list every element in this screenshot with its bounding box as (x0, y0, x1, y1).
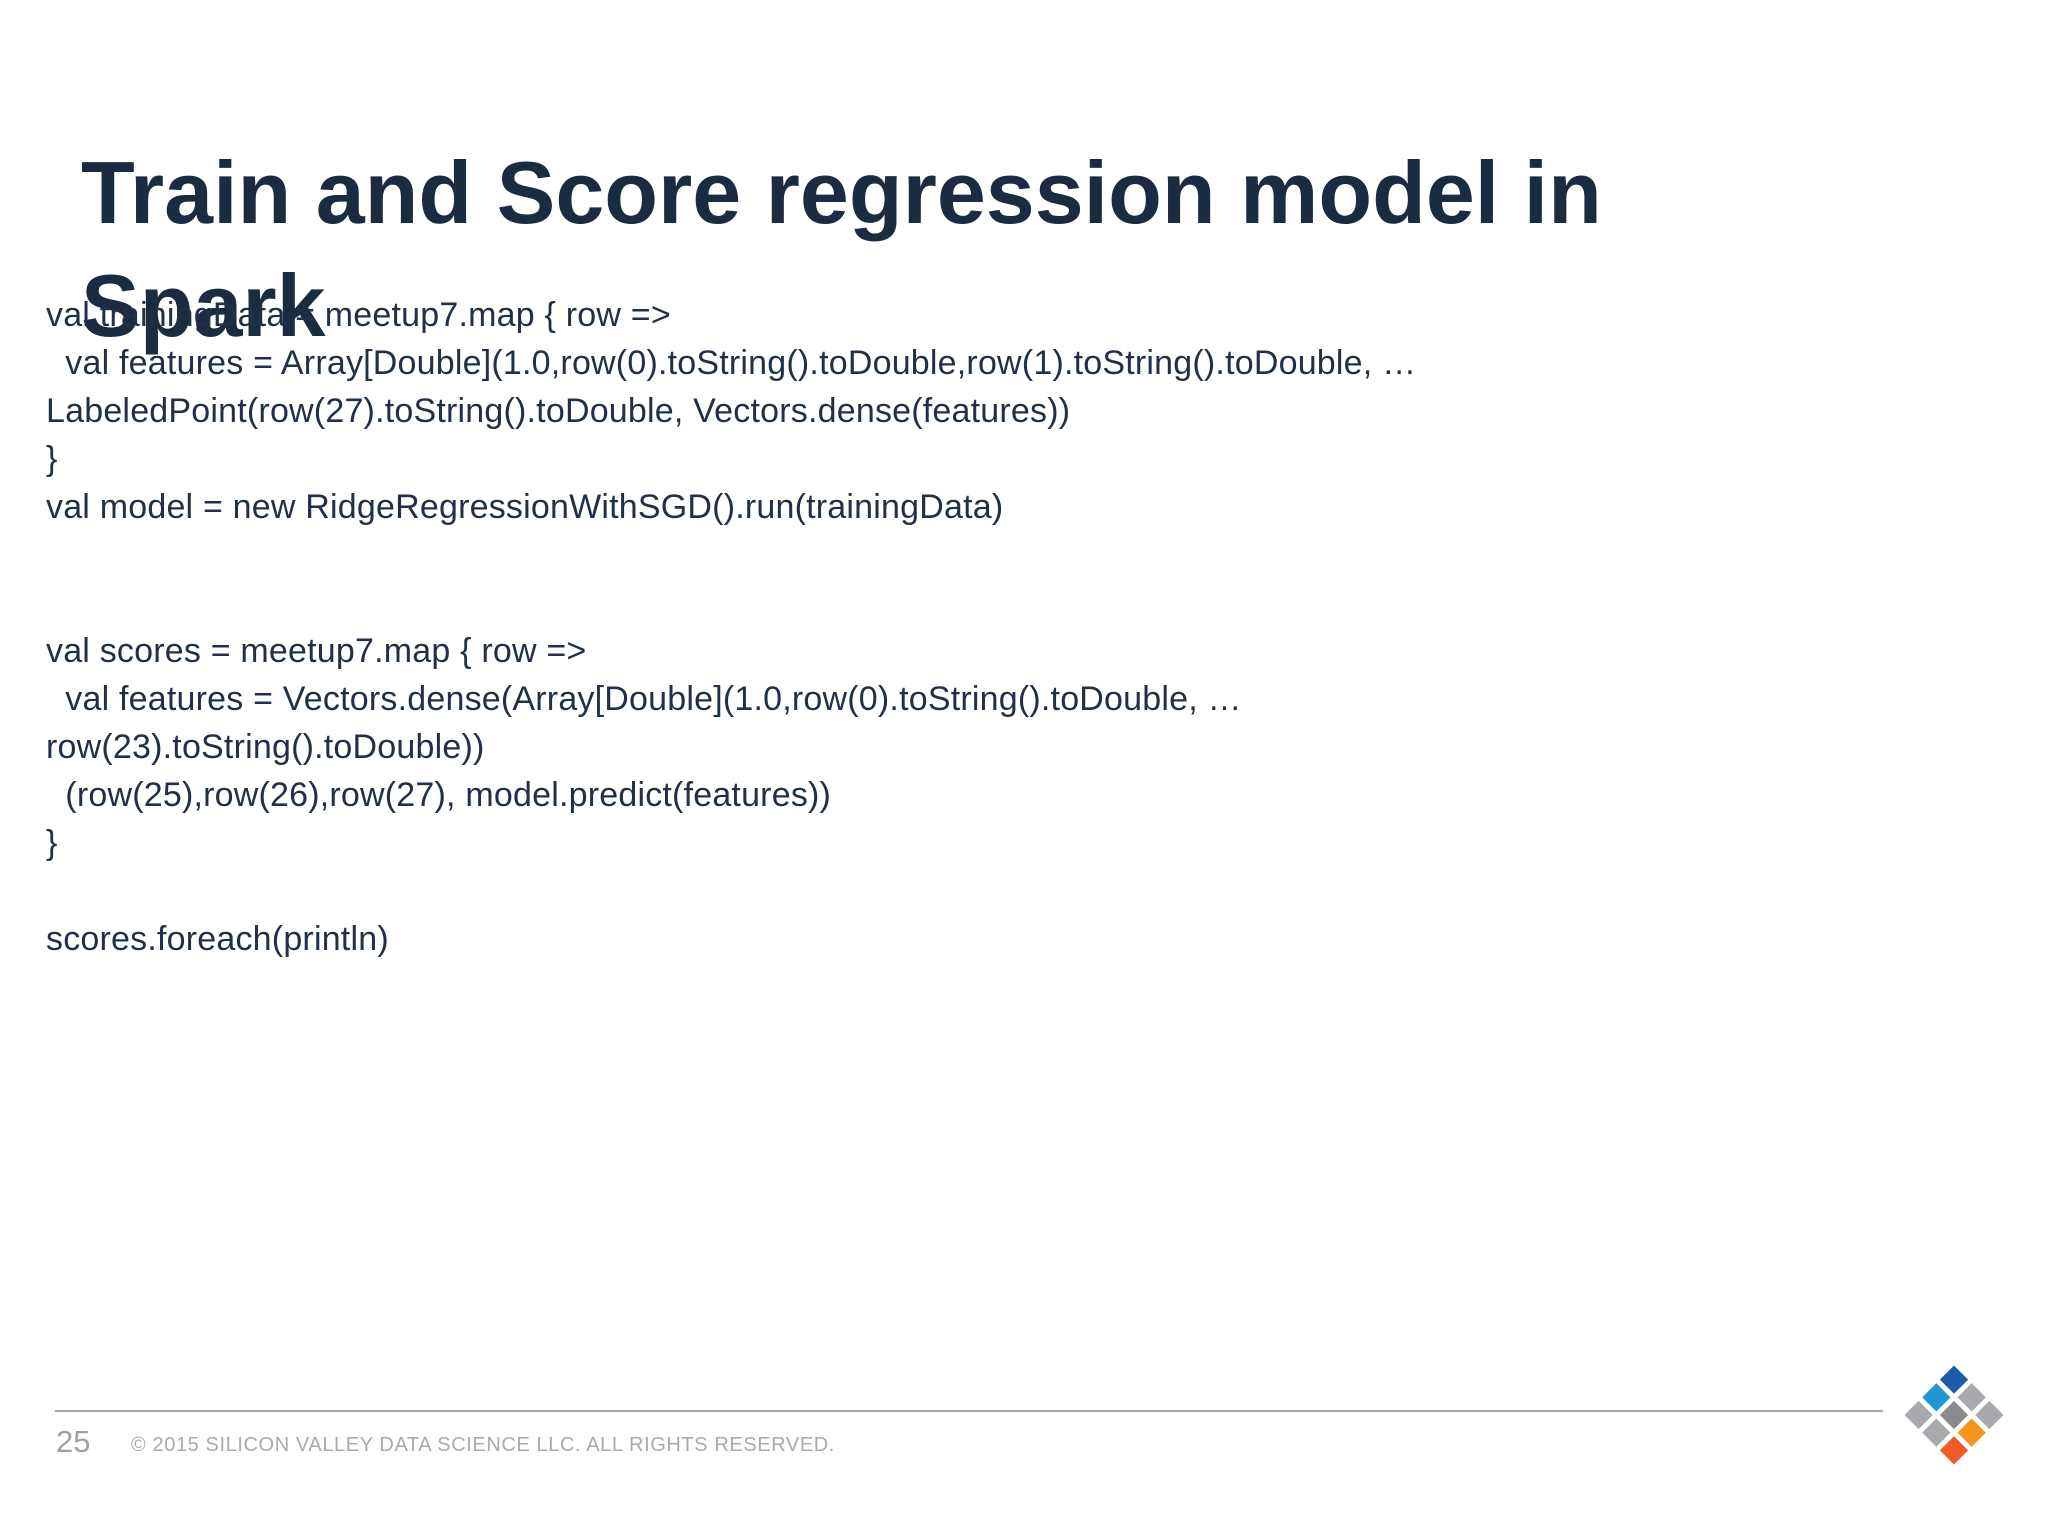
code-line: val model = new RidgeRegressionWithSGD()… (46, 488, 1004, 526)
footer-divider (55, 1410, 1883, 1412)
code-line: val features = Array[Double](1.0,row(0).… (46, 344, 1417, 382)
logo-diamond (1957, 1418, 1986, 1447)
code-line (46, 579, 1416, 627)
logo-diamond (1939, 1436, 1969, 1465)
slide-title-line1: Train and Score regression model in (81, 142, 1602, 242)
code-line: val scores = meetup7.map { row => (46, 632, 587, 670)
code-line: (row(25),row(26),row(27), model.predict(… (46, 776, 832, 814)
logo-diamond (1975, 1400, 2004, 1430)
slide-title-line2: Spark (81, 255, 326, 355)
svds-logo (1904, 1365, 2004, 1465)
code-line: scores.foreach(println) (46, 920, 389, 958)
slide-title: Train and Score regression model in Spark (81, 136, 1602, 362)
code-line: val trainingData = meetup7.map { row => (46, 296, 671, 334)
copyright-text: © 2015 SILICON VALLEY DATA SCIENCE LLC. … (131, 1434, 835, 1456)
code-line: row(23).toString().toDouble)) (46, 728, 485, 766)
code-line (46, 531, 1416, 579)
code-line: } (46, 824, 58, 862)
code-block: val trainingData = meetup7.map { row => … (46, 291, 1416, 963)
page-number: 25 (56, 1424, 91, 1459)
code-line: LabeledPoint(row(27).toString().toDouble… (46, 392, 1071, 430)
code-line: } (46, 440, 58, 478)
code-line: val features = Vectors.dense(Array[Doubl… (46, 680, 1242, 718)
code-line (46, 867, 1416, 915)
